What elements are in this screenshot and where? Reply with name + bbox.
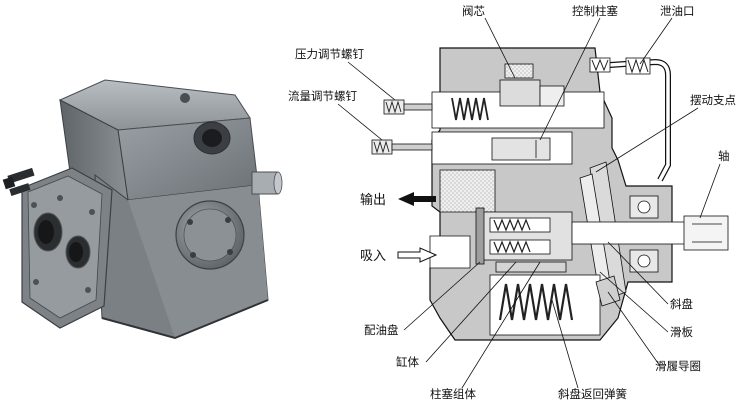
- label-shaft: 轴: [718, 149, 730, 163]
- pump-photo: [2, 79, 283, 340]
- output-arrow: [398, 192, 436, 206]
- pump-cross-section: [371, 47, 729, 341]
- label-suction: 吸入: [360, 249, 386, 264]
- label-port-plate: 配油盘: [364, 323, 399, 337]
- label-piston-assembly: 柱塞组体: [430, 387, 476, 401]
- label-flow-screw: 流量调节螺钉: [288, 89, 357, 103]
- label-output: 输出: [360, 192, 386, 208]
- label-control-piston: 控制柱塞: [572, 4, 618, 18]
- leader-lines: [337, 17, 721, 389]
- suction-arrow: [397, 247, 438, 263]
- label-pivot-point: 摆动支点: [690, 93, 736, 107]
- label-pressure-screw: 压力调节螺钉: [295, 47, 364, 61]
- label-slipper-guide-ring: 滑履导圈: [655, 359, 701, 373]
- label-swash-return-spring: 斜盘返回弹簧: [558, 387, 627, 401]
- label-valve-core: 阀芯: [462, 4, 485, 18]
- label-drain-port: 泄油口: [660, 4, 695, 18]
- label-swash-plate: 斜盘: [670, 297, 693, 311]
- diagram-labels: 阀芯 控制柱塞 泄油口 压力调节螺钉 流量调节螺钉 摆动支点 轴 输出 吸入 斜…: [288, 4, 736, 401]
- label-cylinder: 缸体: [396, 355, 419, 369]
- label-slipper-plate: 滑板: [670, 325, 693, 339]
